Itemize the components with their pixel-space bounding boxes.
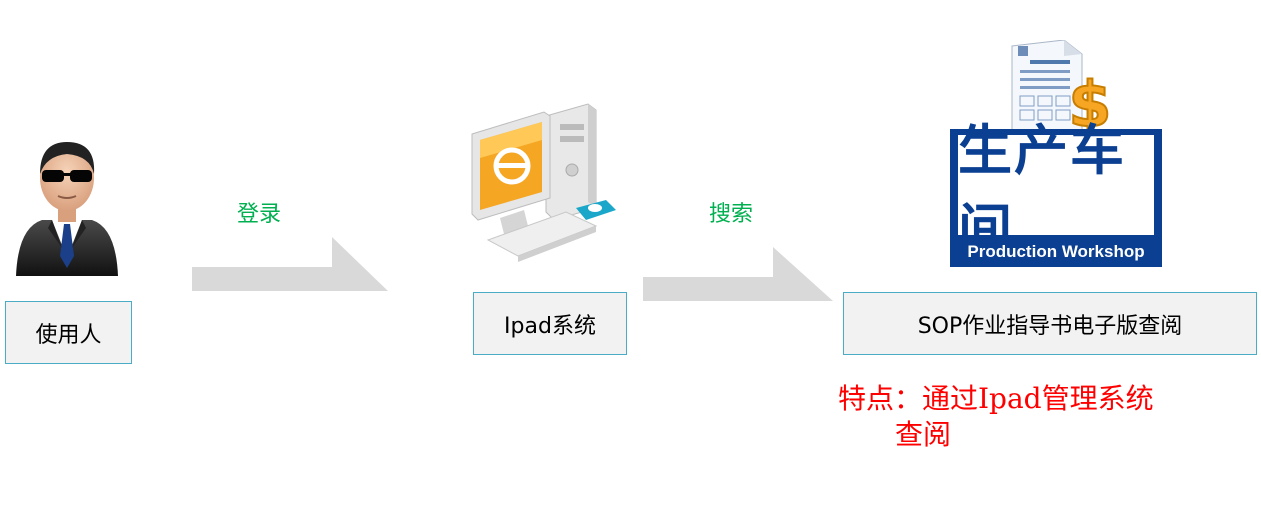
feature-note-line2: 查阅 xyxy=(895,418,952,451)
svg-text:$: $ xyxy=(1068,68,1111,132)
feature-note-line1: 特点：通过Ipad管理系统 xyxy=(838,382,1154,415)
sop-node-label: SOP作业指导书电子版查阅 xyxy=(917,313,1183,339)
search-arrow-label: 搜索 xyxy=(709,202,754,227)
businessman-icon xyxy=(16,142,118,276)
document-dollar-icon: $ xyxy=(1011,40,1113,132)
ipad-node-label: Ipad系统 xyxy=(504,313,596,339)
login-arrow xyxy=(192,237,388,291)
workshop-title-cn: 生产车间 xyxy=(958,119,1154,261)
search-arrow xyxy=(643,247,833,301)
production-workshop-sign: 生产车间 Production Workshop xyxy=(950,119,1162,267)
user-node: 使用人 xyxy=(5,301,132,364)
login-arrow-label: 登录 xyxy=(237,202,282,227)
user-node-label: 使用人 xyxy=(35,322,102,348)
workshop-title-en: Production Workshop xyxy=(967,242,1145,261)
desktop-computer-icon xyxy=(471,103,616,262)
ipad-node: Ipad系统 xyxy=(473,292,627,355)
sop-node: SOP作业指导书电子版查阅 xyxy=(843,292,1257,355)
